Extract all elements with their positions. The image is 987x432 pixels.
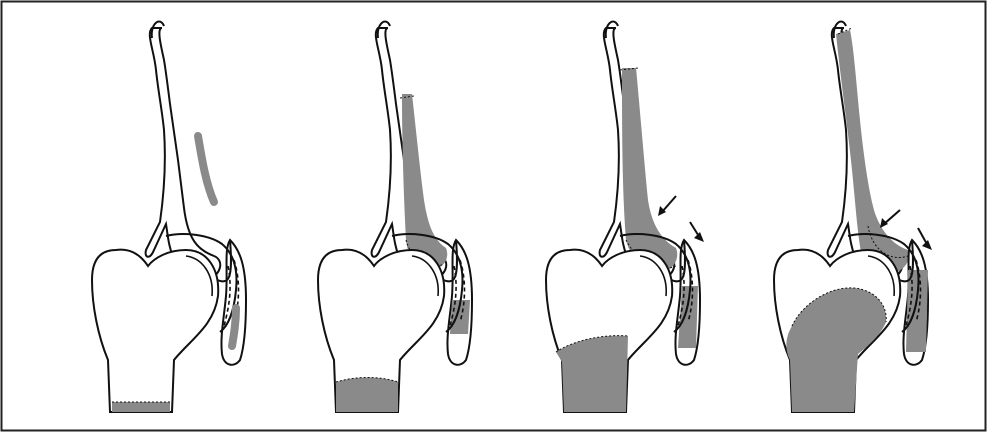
panel-stage-4 (774, 22, 932, 412)
panel-stage-3 (546, 22, 704, 412)
panel-stage-1 (92, 22, 246, 412)
arrow-icon (918, 228, 932, 250)
arrow-icon (880, 210, 900, 228)
panel-stage-2 (318, 22, 472, 412)
arrow-icon (658, 196, 676, 216)
arrow-icon (690, 222, 704, 242)
